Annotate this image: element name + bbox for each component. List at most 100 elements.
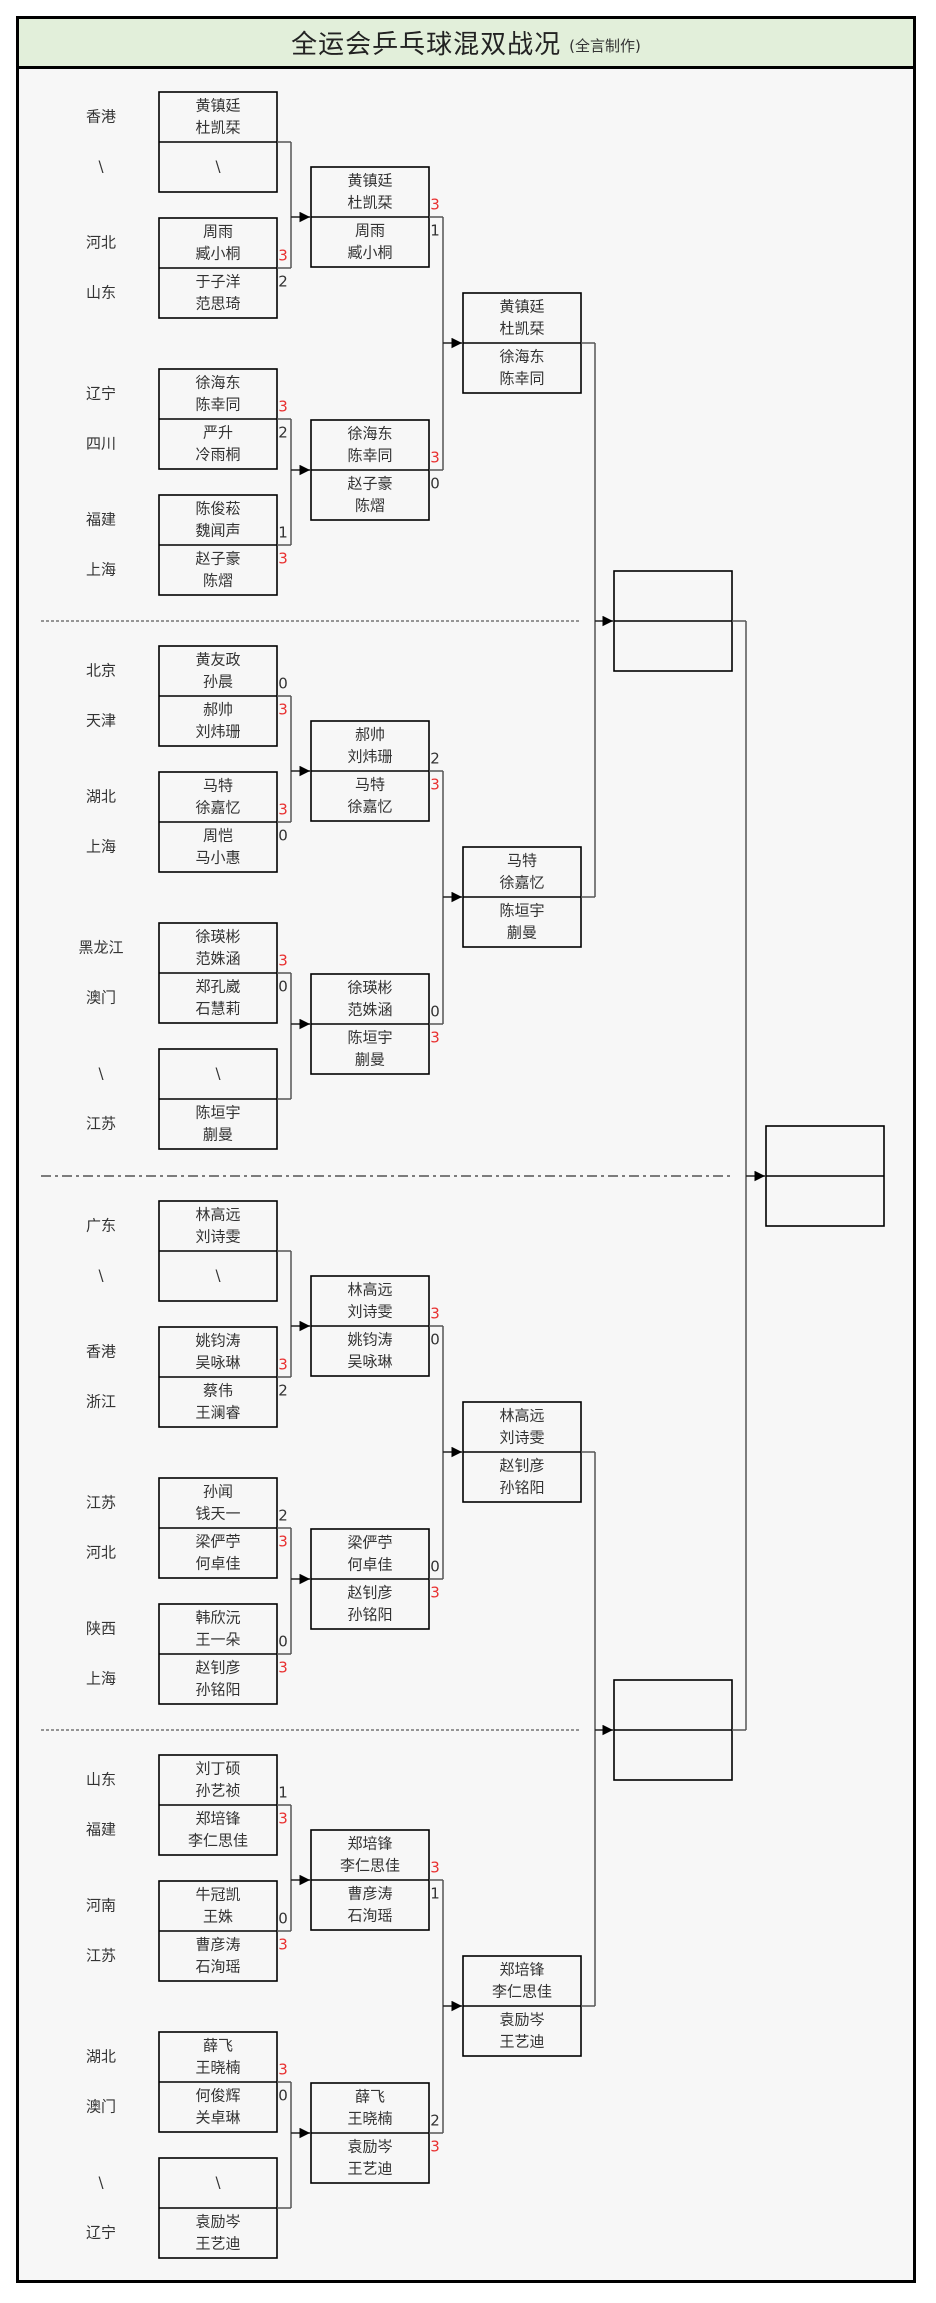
s2-r1-match-4-top-players: \ bbox=[215, 1065, 221, 1083]
s4-r2-match-2-top-players: 薛飞 bbox=[355, 2088, 385, 2106]
s2-r1-match-1-bottom-players: 刘炜珊 bbox=[195, 723, 240, 741]
s4-r1-match-2-top-province: 河南 bbox=[86, 1897, 116, 1915]
s4-r2-match-1-bottom-players: 石洵瑶 bbox=[347, 1907, 392, 1925]
s2-r2-match-2-bottom-players: 蒯曼 bbox=[355, 1051, 385, 1069]
s1-r2-match-1-bottom-players: 周雨 bbox=[355, 222, 385, 240]
s4-r1-match-2-score-top: 0 bbox=[278, 1910, 288, 1928]
s4-r1-match-3-top-players: 薛飞 bbox=[203, 2037, 233, 2055]
s3-r1-match-4-bottom-province: 上海 bbox=[86, 1670, 116, 1688]
s4-r3-match-bottom-players: 王艺迪 bbox=[499, 2033, 544, 2051]
s4-r2-match-2-top-players: 王晓楠 bbox=[347, 2110, 392, 2128]
s3-r1-match-2-top-province: 香港 bbox=[86, 1343, 116, 1361]
s2-r2-match-1-top-players: 郝帅 bbox=[355, 726, 385, 744]
s4-r2-match-1-score-bottom: 1 bbox=[430, 1885, 440, 1903]
s3-r1-match-4-score-top: 0 bbox=[278, 1633, 288, 1651]
s2-r1-match-3-bottom-players: 石慧莉 bbox=[195, 1000, 240, 1018]
s3-r1-match-3-score-top: 2 bbox=[278, 1507, 288, 1525]
s4-r1-match-3-top-players: 王晓楠 bbox=[195, 2059, 240, 2077]
s4-r2-match-1-score-top: 3 bbox=[430, 1859, 440, 1877]
s2-r1-match-4-bottom-players: 蒯曼 bbox=[203, 1126, 233, 1144]
s2-r1-match-4-bottom-province: 江苏 bbox=[86, 1115, 116, 1133]
s4-r1-match-3-score-top: 3 bbox=[278, 2061, 288, 2079]
s4-r1-match-2-top-players: 王姝 bbox=[203, 1908, 233, 1926]
s1-r2-match-1-score-bottom: 1 bbox=[430, 222, 440, 240]
s1-r2-match-1-bottom-players: 臧小桐 bbox=[347, 244, 392, 262]
s4-r1-match-4-bottom-players: 王艺迪 bbox=[195, 2235, 240, 2253]
s2-r2-match-1-score-top: 2 bbox=[430, 750, 440, 768]
s3-r1-match-4-bottom-players: 孙铭阳 bbox=[195, 1681, 240, 1699]
s3-r1-match-3-bottom-players: 何卓佳 bbox=[195, 1555, 240, 1573]
s4-r2-match-2-score-bottom: 3 bbox=[430, 2138, 440, 2156]
s1-r1-match-4-score-top: 1 bbox=[278, 524, 288, 542]
s1-r1-match-1-bottom-players: \ bbox=[215, 158, 221, 176]
s3-r3-match-bottom-players: 赵钊彦 bbox=[499, 1457, 544, 1475]
title-bar: 全运会乒乓球混双战况 (全言制作) bbox=[19, 19, 913, 69]
s2-r1-match-3-top-province: 黑龙江 bbox=[78, 939, 123, 957]
s4-r1-match-3-bottom-province: 澳门 bbox=[86, 2098, 116, 2116]
s1-r3-match-bottom-players: 陈幸同 bbox=[499, 370, 544, 388]
s3-r1-match-3-top-province: 江苏 bbox=[86, 1494, 116, 1512]
s2-r1-match-2-bottom-province: 上海 bbox=[86, 838, 116, 856]
s2-r3-match-top-players: 马特 bbox=[507, 852, 537, 870]
s4-r1-match-1-bottom-players: 郑培锋 bbox=[195, 1810, 240, 1828]
s4-r2-match-1-bottom-players: 曹彦涛 bbox=[347, 1885, 392, 1903]
s3-r2-match-1-score-top: 3 bbox=[430, 1305, 440, 1323]
s2-r1-match-2-score-bottom: 0 bbox=[278, 827, 288, 845]
s4-r2-match-1-top-players: 郑培锋 bbox=[347, 1835, 392, 1853]
s3-r1-match-2-bottom-players: 蔡伟 bbox=[203, 1382, 233, 1400]
s2-r3-match-bottom-players: 陈垣宇 bbox=[499, 902, 544, 920]
s4-r1-match-4-bottom-players: 袁励岑 bbox=[195, 2213, 240, 2231]
s1-r1-match-2-score-bottom: 2 bbox=[278, 273, 288, 291]
s1-r1-match-3-top-province: 辽宁 bbox=[86, 385, 116, 403]
s3-r2-match-1-top-players: 林高远 bbox=[347, 1281, 392, 1299]
s3-r2-match-2-bottom-players: 赵钊彦 bbox=[347, 1584, 392, 1602]
s3-r2-match-2-bottom-players: 孙铭阳 bbox=[347, 1606, 392, 1624]
s1-r1-match-1-top-players: 杜凯栞 bbox=[195, 119, 240, 137]
s2-r1-match-1-score-bottom: 3 bbox=[278, 701, 288, 719]
s1-r1-match-3-bottom-province: 四川 bbox=[86, 435, 116, 453]
s4-r1-match-4-top-players: \ bbox=[215, 2174, 221, 2192]
s4-r1-match-2-top-players: 牛冠凯 bbox=[195, 1886, 240, 1904]
s2-r1-match-1-bottom-players: 郝帅 bbox=[203, 701, 233, 719]
s4-r1-match-3-top-province: 湖北 bbox=[86, 2048, 116, 2066]
s3-r1-match-4-bottom-players: 赵钊彦 bbox=[195, 1659, 240, 1677]
s3-r1-match-1-bottom-province: \ bbox=[98, 1267, 104, 1285]
s3-r3-match-bottom-players: 孙铭阳 bbox=[499, 1479, 544, 1497]
s2-r1-match-1-top-players: 黄友政 bbox=[195, 651, 240, 669]
s2-r2-match-2-score-bottom: 3 bbox=[430, 1029, 440, 1047]
s2-r1-match-1-score-top: 0 bbox=[278, 675, 288, 693]
s3-r1-match-2-top-players: 吴咏琳 bbox=[195, 1354, 240, 1372]
s3-r1-match-2-score-top: 3 bbox=[278, 1356, 288, 1374]
s1-r2-match-2-top-players: 陈幸同 bbox=[347, 447, 392, 465]
s4-r1-match-2-bottom-players: 石洵瑶 bbox=[195, 1958, 240, 1976]
s3-r1-match-1-top-players: 林高远 bbox=[195, 1206, 240, 1224]
s3-r1-match-4-top-players: 王一朵 bbox=[195, 1631, 240, 1649]
s2-r1-match-1-top-players: 孙晨 bbox=[203, 673, 233, 691]
s2-r1-match-2-top-players: 徐嘉忆 bbox=[195, 799, 240, 817]
s1-r2-match-1-top-players: 杜凯栞 bbox=[347, 194, 392, 212]
s3-r1-match-2-bottom-players: 王澜睿 bbox=[195, 1404, 240, 1422]
s2-r1-match-1-top-province: 北京 bbox=[86, 662, 116, 680]
s4-r1-match-2-bottom-province: 江苏 bbox=[86, 1947, 116, 1965]
s3-r1-match-3-bottom-players: 梁俨苧 bbox=[195, 1533, 240, 1551]
s1-r2-match-2-bottom-players: 陈熠 bbox=[355, 497, 385, 515]
s1-r1-match-2-score-top: 3 bbox=[278, 247, 288, 265]
s3-r2-match-2-score-bottom: 3 bbox=[430, 1584, 440, 1602]
s4-r1-match-3-bottom-players: 何俊辉 bbox=[195, 2087, 240, 2105]
s2-r1-match-3-top-players: 范姝涵 bbox=[195, 950, 240, 968]
s3-r1-match-3-bottom-province: 河北 bbox=[86, 1544, 116, 1562]
s4-r1-match-3-score-bottom: 0 bbox=[278, 2087, 288, 2105]
s3-r1-match-1-bottom-players: \ bbox=[215, 1267, 221, 1285]
s1-r1-match-2-bottom-players: 范思琦 bbox=[195, 295, 240, 313]
s3-r1-match-4-score-bottom: 3 bbox=[278, 1659, 288, 1677]
s1-r1-match-3-bottom-players: 冷雨桐 bbox=[195, 446, 240, 464]
s2-r1-match-2-bottom-players: 周恺 bbox=[203, 827, 233, 845]
s2-r1-match-2-top-players: 马特 bbox=[203, 777, 233, 795]
s1-r2-match-2-top-players: 徐海东 bbox=[347, 425, 392, 443]
s3-r3-match-top-players: 林高远 bbox=[499, 1407, 544, 1425]
s4-r1-match-3-bottom-players: 关卓琳 bbox=[195, 2109, 240, 2127]
s1-r2-match-2-score-bottom: 0 bbox=[430, 475, 440, 493]
s3-r1-match-3-top-players: 孙闻 bbox=[203, 1483, 233, 1501]
s3-r2-match-2-top-players: 何卓佳 bbox=[347, 1556, 392, 1574]
s2-r2-match-1-bottom-players: 马特 bbox=[355, 776, 385, 794]
